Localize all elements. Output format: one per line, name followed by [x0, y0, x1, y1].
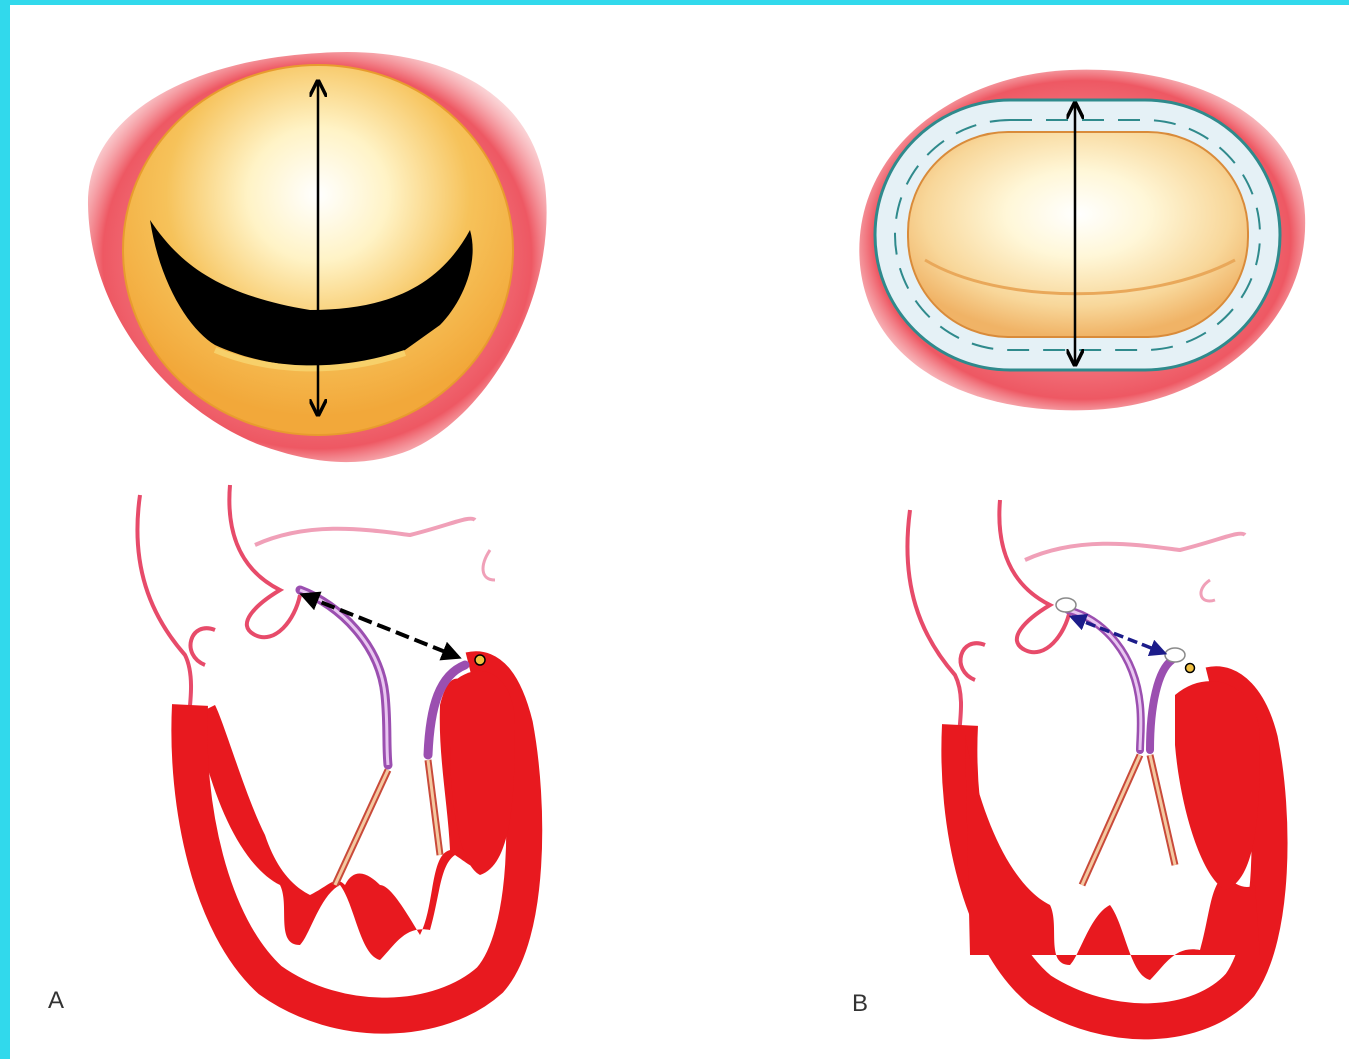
- panel-a-atrium-fold: [483, 550, 495, 580]
- panel-a-chorda-2-core: [428, 760, 440, 855]
- panel-b-label: B: [852, 990, 868, 1018]
- panel-b-left-atrium-wall: [1025, 534, 1245, 560]
- panel-a-annulus-marker: [475, 655, 485, 665]
- panel-a-heart-section: [137, 485, 524, 1016]
- panel-b-posterior-leaflet: [1150, 660, 1172, 750]
- panel-a-valve-top-view: [88, 52, 547, 462]
- panel-b-chorda-1-core: [1082, 755, 1140, 885]
- panel-a-aortic-wall: [137, 495, 191, 725]
- figure-canvas: A B: [10, 5, 1349, 1059]
- panel-b-atrium-fold: [1201, 580, 1215, 601]
- panel-b-aortic-wall: [907, 510, 961, 745]
- panel-b-posterior-wall: [1175, 681, 1260, 890]
- panel-a-aortic-root: [229, 485, 300, 637]
- panel-b-ring-section-anterior: [1056, 598, 1076, 612]
- panel-a-dashed-arrow: [303, 595, 458, 657]
- panel-b-ring-section-posterior: [1165, 648, 1185, 662]
- panel-b-aortic-cusp: [961, 643, 985, 680]
- panel-a-label: A: [48, 987, 64, 1015]
- panel-b-chorda-2-core: [1150, 755, 1175, 865]
- panel-b-heart-section: [907, 500, 1269, 1021]
- mitral-valve-illustration: [10, 5, 1349, 1059]
- panel-a-left-atrium-wall: [255, 519, 475, 545]
- panel-a-anterior-leaflet-inner: [300, 590, 388, 765]
- panel-b-leaflets: [908, 132, 1248, 337]
- panel-b-aortic-root: [999, 500, 1070, 652]
- panel-a-chorda-1-core: [335, 770, 388, 885]
- panel-b-valve-top-view: [859, 70, 1305, 411]
- panel-b-annulus-marker: [1186, 664, 1195, 673]
- panel-a-aortic-cusp: [191, 628, 215, 665]
